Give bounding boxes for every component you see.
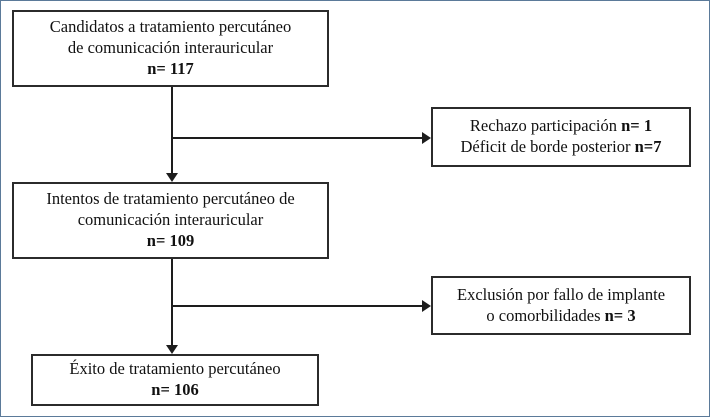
connector-candidates-to-exclusions-upper <box>172 137 425 139</box>
exclusion-count-rechazo: n= 1 <box>621 116 653 136</box>
arrowhead-right-to-exclusions-upper <box>422 132 431 144</box>
exclusion-count-comorbilidades: n= 3 <box>604 305 636 325</box>
node-success-line-1: Éxito de tratamiento percutáneo <box>69 359 281 379</box>
exclusion-reason-rechazo: Rechazo participación <box>469 116 622 136</box>
node-exclusions-lower-line-2: o comorbilidades n= 3 <box>486 306 635 327</box>
node-exclusions-upper-line-2: Déficit de borde posterior n=7 <box>461 137 662 158</box>
arrowhead-right-to-exclusions-lower <box>422 300 431 312</box>
node-attempts-line-1: Intentos de tratamiento percutáneo de <box>46 189 295 209</box>
node-exclusions-lower-line-1: Exclusión por fallo de implante <box>456 284 666 304</box>
node-attempts-count: n= 109 <box>146 230 195 250</box>
node-exclusions-upper: Rechazo participación n= 1 Déficit de bo… <box>431 107 691 167</box>
node-candidates-line-2: de comunicación interauricular <box>67 38 274 58</box>
node-attempts: Intentos de tratamiento percutáneo de co… <box>12 182 329 259</box>
exclusion-count-deficit: n=7 <box>634 137 662 156</box>
node-success-count: n= 106 <box>151 380 199 399</box>
node-candidates-count: n= 117 <box>147 58 194 78</box>
exclusion-reason-deficit: Déficit de borde posterior <box>460 137 635 156</box>
connector-attempts-to-exclusions-lower <box>172 305 425 307</box>
node-success: Éxito de tratamiento percutáneo n= 106 <box>31 354 319 406</box>
connector-candidates-to-attempts <box>171 87 173 175</box>
node-exclusions-upper-line-1: Rechazo participación n= 1 <box>470 116 652 137</box>
connector-attempts-to-success <box>171 259 173 347</box>
node-attempts-line-2: comunicación interauricular <box>77 210 264 230</box>
exclusion-reason-comorbilidades: o comorbilidades <box>486 305 605 325</box>
node-candidates: Candidatos a tratamiento percutáneo de c… <box>12 10 329 87</box>
arrowhead-down-to-success <box>166 345 178 354</box>
node-exclusions-lower: Exclusión por fallo de implante o comorb… <box>431 276 691 335</box>
node-candidates-line-1: Candidatos a tratamiento percutáneo <box>49 17 292 37</box>
arrowhead-down-to-attempts <box>166 173 178 182</box>
